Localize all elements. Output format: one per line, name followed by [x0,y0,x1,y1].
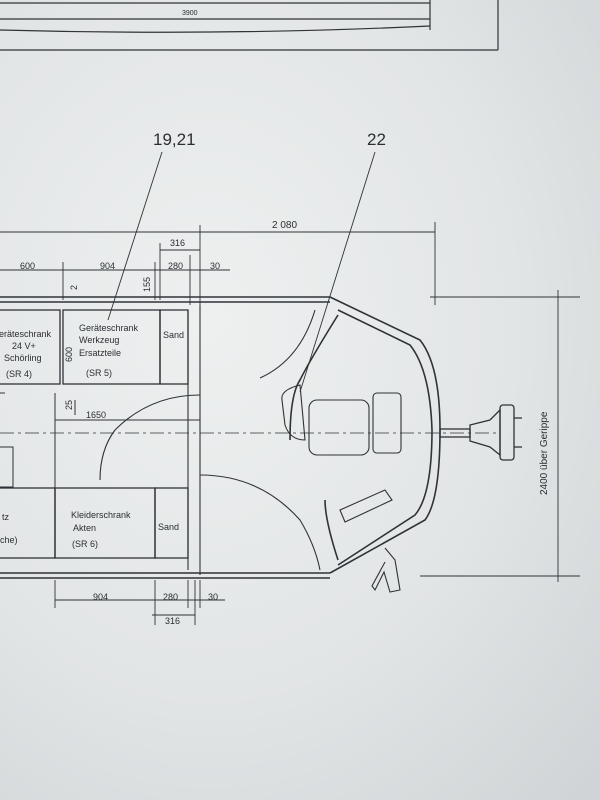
dim-316-top: 316 [170,238,185,248]
height-note: 2400 über Gerippe [539,411,550,495]
sr4-label: eräteschrank 24 V+ Schörling (SR 4) [0,329,52,379]
middle-structure [0,392,200,488]
sand-top-label: Sand [163,330,184,340]
svg-text:Ersatzteile: Ersatzteile [79,348,121,358]
sr6-label: Kleiderschrank Akten (SR 6) [71,510,131,549]
top-dimension-lines [0,222,436,305]
sand-bottom-label: Sand [158,522,179,532]
svg-text:Schörling: Schörling [4,353,42,363]
callout-leader-left [107,151,163,321]
svg-text:Geräteschrank: Geräteschrank [79,323,139,333]
bottom-dimension-lines [54,580,225,625]
vehicle-outline [0,296,441,579]
upper-drawing-fragment [0,0,499,51]
callout-22: 22 [367,130,386,149]
svg-text:(SR 5): (SR 5) [86,368,112,378]
dim-600-side: 600 [64,347,74,362]
tow-hitch [439,404,522,461]
svg-text:eräteschrank: eräteschrank [0,329,52,339]
dim-904-bottom: 904 [93,592,108,602]
height-dimension [420,290,580,582]
dim-904-top: 904 [100,261,115,271]
dim-1650: 1650 [86,410,106,420]
dim-30-top: 30 [210,261,220,271]
svg-text:Akten: Akten [73,523,96,533]
callout-leader-right [299,151,376,393]
top-dimension-label: 3900 [182,10,198,17]
dim-30-bottom: 30 [208,592,218,602]
svg-text:(SR 4): (SR 4) [6,369,32,379]
dim-2-side: 2 [69,285,79,290]
cab-interior [99,305,402,593]
dim-25-side: 25 [64,400,74,410]
sr5-label: Geräteschrank Werkzeug Ersatzteile (SR 5… [79,323,139,378]
seat-label: tz che) [0,512,18,545]
svg-text:Kleiderschrank: Kleiderschrank [71,510,131,520]
svg-text:Werkzeug: Werkzeug [79,335,119,345]
dim-155-side: 155 [142,277,152,292]
dim-600-top: 600 [20,261,35,271]
lower-compartments [0,487,189,559]
svg-text:tz: tz [2,512,10,522]
callout-19-21: 19,21 [153,130,196,149]
svg-text:(SR 6): (SR 6) [72,539,98,549]
dim-316-bottom: 316 [165,616,180,626]
dim-2080: 2 080 [272,220,297,231]
dim-280-bottom: 280 [163,592,178,602]
svg-text:che): che) [0,535,18,545]
dim-280-top: 280 [168,261,183,271]
upper-compartments [0,309,189,385]
svg-text:24 V+: 24 V+ [12,341,36,351]
